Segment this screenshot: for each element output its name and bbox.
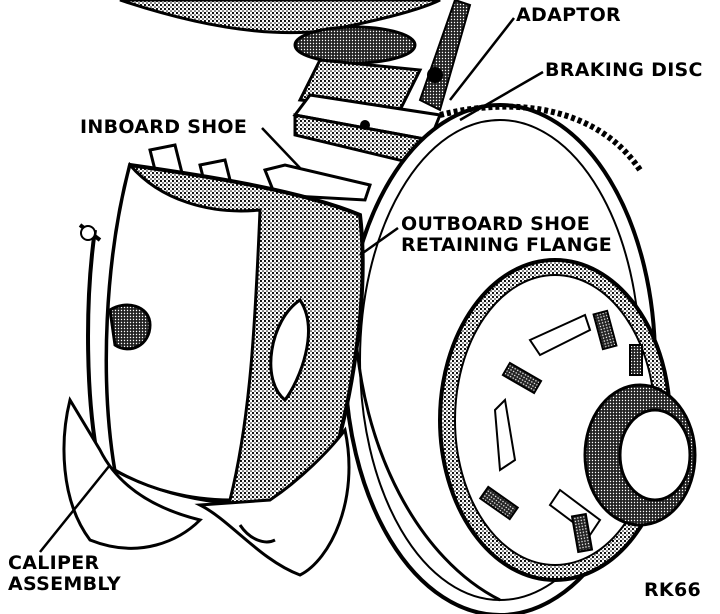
caliper-label-line2: ASSEMBLY xyxy=(8,573,121,595)
outboard-shoe-label-line1: OUTBOARD SHOE xyxy=(401,213,591,235)
leader-lines xyxy=(39,17,544,553)
outboard-shoe-label: OUTBOARD SHOE RETAINING FLANGE xyxy=(401,214,612,256)
suspension-arm xyxy=(119,0,472,112)
hands xyxy=(62,396,351,577)
caliper-assembly-leader xyxy=(39,464,111,553)
wheel-hub xyxy=(438,258,697,582)
adaptor-bracket xyxy=(292,93,443,167)
figure-code: RK66 xyxy=(644,579,701,601)
caliper-label-line1: CALIPER xyxy=(8,552,100,574)
inboard-shoe-leader xyxy=(261,127,301,169)
outboard-shoe-label-line2: RETAINING FLANGE xyxy=(401,234,613,256)
inboard-shoe-label: INBOARD SHOE xyxy=(80,116,248,138)
braking-disc-label: BRAKING DISC xyxy=(545,59,703,81)
caliper-assembly-label: CALIPER ASSEMBLY xyxy=(8,553,121,595)
adaptor-label: ADAPTOR xyxy=(516,4,621,26)
outboard-shoe-leader xyxy=(359,226,399,257)
adaptor-leader xyxy=(449,17,515,101)
caliper-assembly xyxy=(78,161,365,507)
braking-disc-leader xyxy=(459,70,544,122)
